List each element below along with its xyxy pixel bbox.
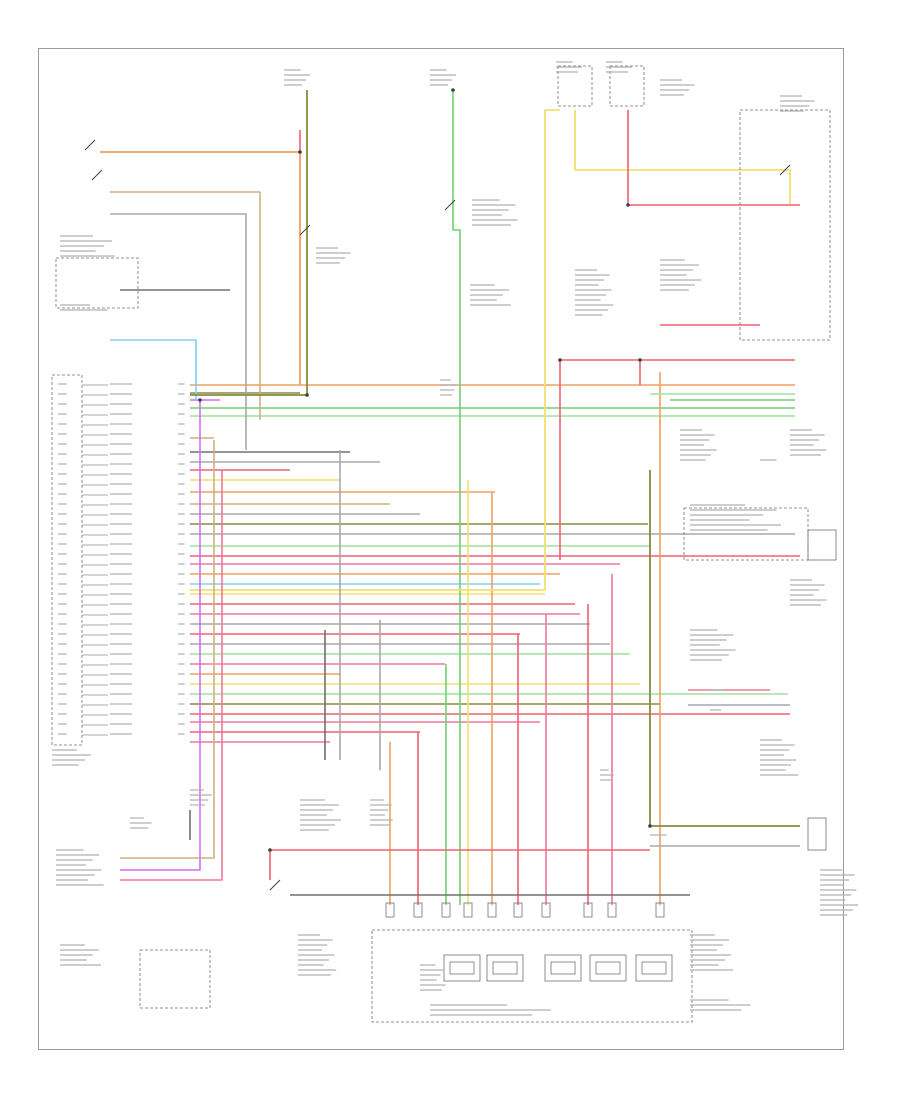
solenoid-1 (443, 954, 481, 982)
splice-dot-6 (638, 358, 642, 362)
switch-contact-4 (444, 199, 456, 211)
fuse-feed-4 (574, 110, 791, 205)
dlc-wire-2 (120, 440, 215, 859)
switch-contact-2 (779, 164, 791, 176)
sensor-connector-2 (807, 817, 827, 851)
solenoid-terminal-3 (463, 902, 473, 918)
fuse-feed-3 (190, 109, 560, 591)
solenoid-terminal-0 (385, 902, 395, 918)
tr-switch-wire-3 (110, 213, 247, 450)
transmission-box (371, 929, 693, 1023)
solenoid-4 (589, 954, 627, 982)
splice-dot-8 (268, 848, 272, 852)
solenoid-coil-4 (595, 961, 621, 975)
fuse-block-1 (557, 65, 593, 107)
solenoid-coil-5 (641, 961, 667, 975)
solenoid-5 (635, 954, 673, 982)
solenoid-coil-1 (449, 961, 475, 975)
switch-contact-1 (91, 169, 103, 181)
solenoid-terminal-9 (655, 902, 665, 918)
tr-switch-wire-5 (110, 339, 197, 400)
fuse-feed-2 (452, 90, 461, 905)
sensor-connector-1 (807, 529, 837, 561)
solenoid-2 (486, 954, 524, 982)
splice-dot-2 (451, 88, 455, 92)
solenoid-terminal-2 (441, 902, 451, 918)
dlc-wire-1 (120, 400, 201, 871)
switch-contact-5 (269, 879, 281, 891)
switch-contact-3 (299, 224, 311, 236)
pcm-connector (51, 374, 83, 746)
vss-box (739, 109, 831, 341)
switch-contact-0 (84, 139, 96, 151)
solenoid-coil-3 (550, 961, 576, 975)
solenoid-terminal-4 (487, 902, 497, 918)
splice-dot-3 (558, 358, 562, 362)
solenoid-terminal-1 (413, 902, 423, 918)
tr-switch-wire-1 (100, 151, 301, 385)
dlc-wire-3 (120, 470, 223, 881)
splice-dot-0 (298, 150, 302, 154)
splice-dot-5 (648, 824, 652, 828)
solenoid-terminal-5 (513, 902, 523, 918)
fuse-feed-5 (627, 110, 800, 206)
diagram-frame (38, 48, 844, 1050)
splice-dot-7 (198, 398, 202, 402)
solenoid-terminal-8 (607, 902, 617, 918)
tr-switch-wire-2 (110, 191, 261, 420)
tr-switch-box (55, 257, 139, 309)
neutral-switch-box (139, 949, 211, 1009)
solenoid-coil-2 (492, 961, 518, 975)
fuse-feed-1 (190, 90, 308, 396)
solenoid-terminal-7 (583, 902, 593, 918)
solenoid-3 (544, 954, 582, 982)
splice-dot-4 (626, 203, 630, 207)
splice-dot-1 (305, 393, 309, 397)
solenoid-terminal-6 (541, 902, 551, 918)
fuse-block-2 (609, 65, 645, 107)
